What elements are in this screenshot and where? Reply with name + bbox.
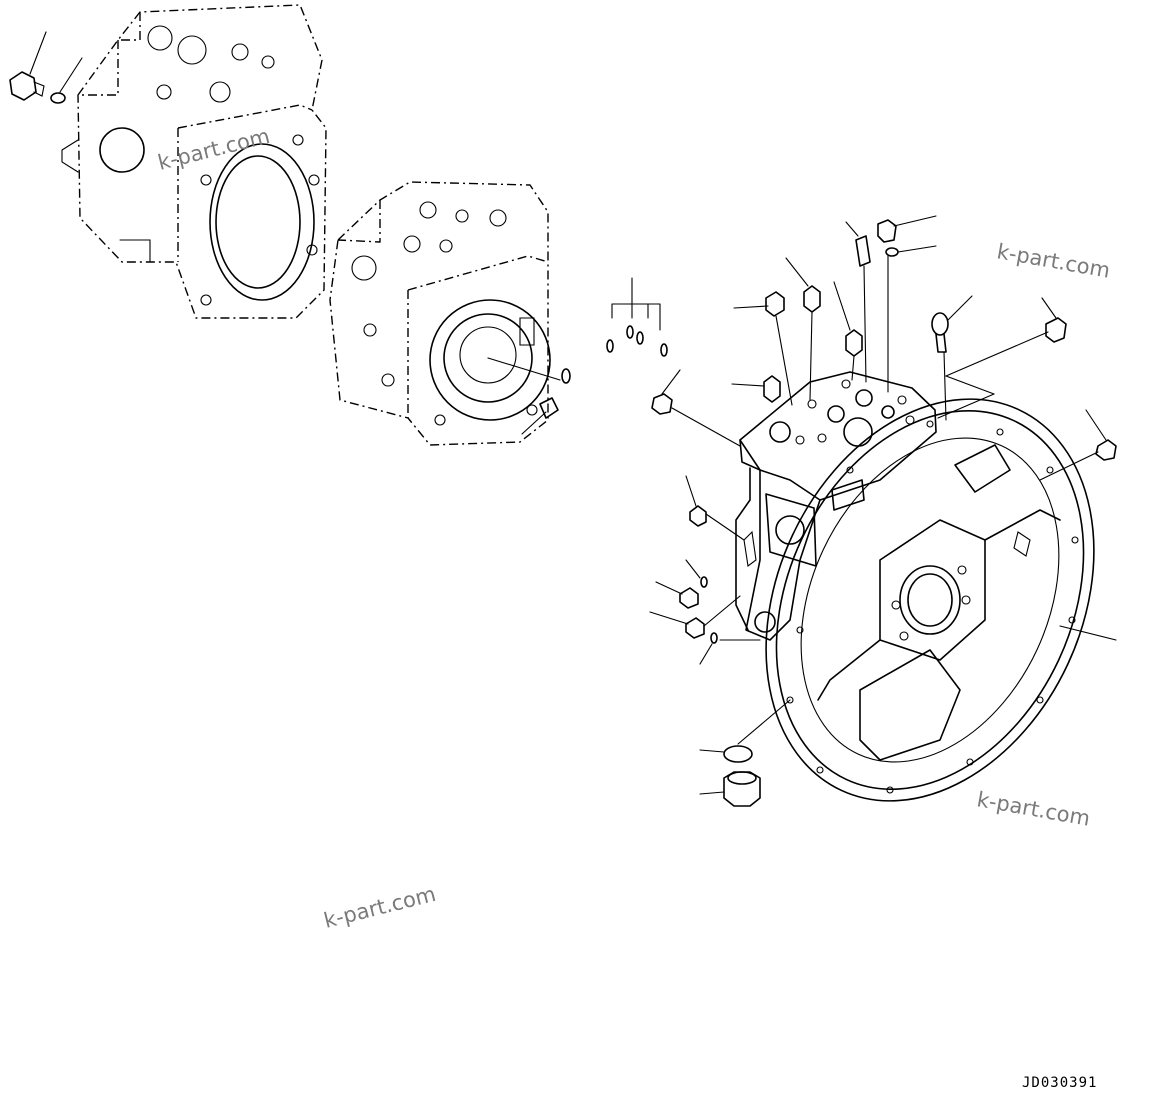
main-pump-assembly [735,371,1095,802]
drain-plug-bottom [699,699,791,807]
watermark: k-part.com [321,882,438,933]
plug-top-left [9,31,83,104]
plug-left-2 [685,475,745,541]
drawing-code: JD030391 [1022,1075,1097,1091]
watermark: k-part.com [975,787,1092,830]
watermark: k-part.com [995,239,1112,282]
plug-left-4 [649,595,761,665]
pump-body-phantom-middle [329,181,561,446]
housing-leader [1059,625,1117,641]
eye-bolt [931,295,973,421]
plug-upper-1 [733,291,793,406]
watermark: k-part.com [155,124,272,175]
plug-upper-3 [833,281,863,381]
orings-set [606,277,668,357]
plug-left-1 [651,369,741,447]
plug-top-right [877,215,937,393]
sensor-top [845,221,871,383]
plug-upper-2 [785,257,821,401]
plug-upper-4 [731,375,781,403]
pin-washer-middle [521,368,571,435]
pump-body-phantom-rear [61,4,327,319]
plug-right-2 [1039,409,1117,481]
plug-left-3 [655,559,708,609]
plug-right-1 [937,297,1067,419]
